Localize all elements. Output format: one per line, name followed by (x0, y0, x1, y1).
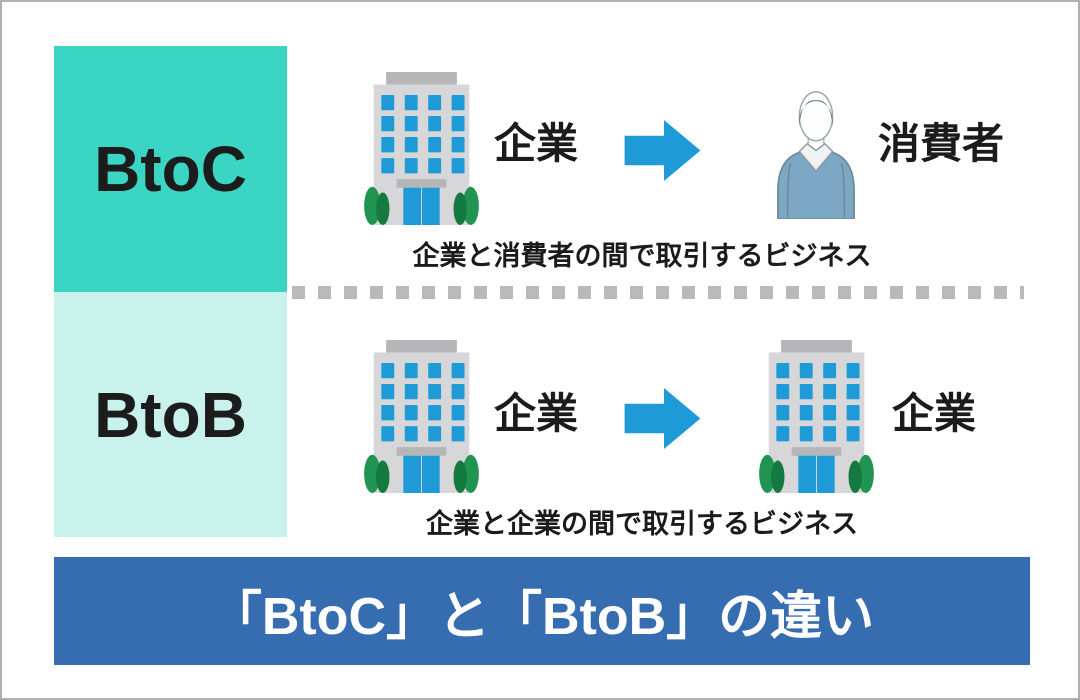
building-icon (364, 72, 479, 225)
footer-title: 「BtoC」と「BtoB」の違い (209, 587, 875, 646)
entity-label: 企業 (494, 120, 579, 167)
entity-label: 企業 (494, 390, 579, 437)
btob-category-box: BtoB (54, 292, 287, 537)
dashed-divider (292, 286, 1024, 299)
arrow-right-icon (624, 119, 702, 182)
row-caption: 企業と消費者の間で取引するビジネス (412, 241, 872, 271)
entity-label: 企業 (892, 390, 977, 437)
row-caption: 企業と企業の間で取引するビジネス (426, 509, 858, 539)
btoc-category-label: BtoC (94, 133, 247, 205)
entity-label: 消費者 (878, 120, 1005, 167)
building-icon (364, 340, 479, 493)
footer-banner: 「BtoC」と「BtoB」の違い (54, 557, 1030, 665)
person-icon (772, 87, 860, 219)
btob-category-label: BtoB (94, 378, 247, 451)
arrow-right-icon (624, 387, 702, 450)
building-icon (759, 340, 874, 493)
btoc-category-box: BtoC (54, 46, 287, 292)
